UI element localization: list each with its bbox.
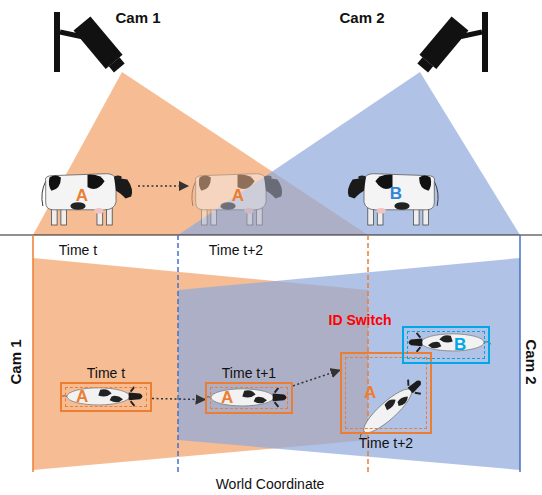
time-label: Time t (59, 242, 97, 258)
camera-name: Cam 2 (522, 339, 539, 384)
object-id: A (232, 186, 244, 206)
object-id: A (76, 186, 88, 206)
graphic-part (482, 12, 488, 72)
camera-name: Cam 1 (115, 9, 160, 26)
cow-illustration (42, 174, 132, 225)
graphic-part (417, 57, 433, 72)
object-id: B (454, 335, 466, 355)
cow-illustration (409, 333, 491, 352)
ground-line (0, 234, 542, 235)
camera-icon (414, 12, 488, 75)
bounding-box: Time t+1A (205, 382, 293, 414)
cow-illustration (348, 174, 438, 225)
cam2-region (178, 258, 520, 470)
id-switch-label: ID Switch (328, 312, 391, 328)
time-label: Time t (87, 365, 125, 381)
tracking-arrow (152, 399, 205, 400)
motion-arrow (138, 185, 188, 187)
tracking-arrow (293, 370, 340, 386)
graphic-part (414, 16, 468, 75)
camera-name: Cam 2 (339, 9, 384, 26)
time-label: Time t+2 (359, 435, 413, 451)
camera-name: Cam 1 (7, 339, 24, 384)
graphic-part (109, 57, 125, 72)
guide-line (32, 235, 34, 472)
bounding-box: B (402, 326, 490, 364)
cow-illustration (192, 174, 282, 225)
object-id: A (364, 383, 376, 403)
cam2-view (178, 72, 520, 235)
time-label: Time t+1 (222, 365, 276, 381)
guide-line (519, 235, 521, 472)
object-id: B (390, 184, 402, 204)
object-id: A (76, 387, 88, 407)
bounding-box: Time tA (60, 382, 152, 412)
cow-illustration (204, 388, 286, 407)
time-label: Time t+2 (209, 242, 263, 258)
graphic-part (54, 12, 60, 72)
bounding-box: ATime t+2 (340, 352, 432, 434)
axis-label: World Coordinate (216, 476, 325, 492)
guide-line (177, 235, 179, 475)
object-id: A (221, 388, 233, 408)
cow-illustration (60, 387, 142, 406)
